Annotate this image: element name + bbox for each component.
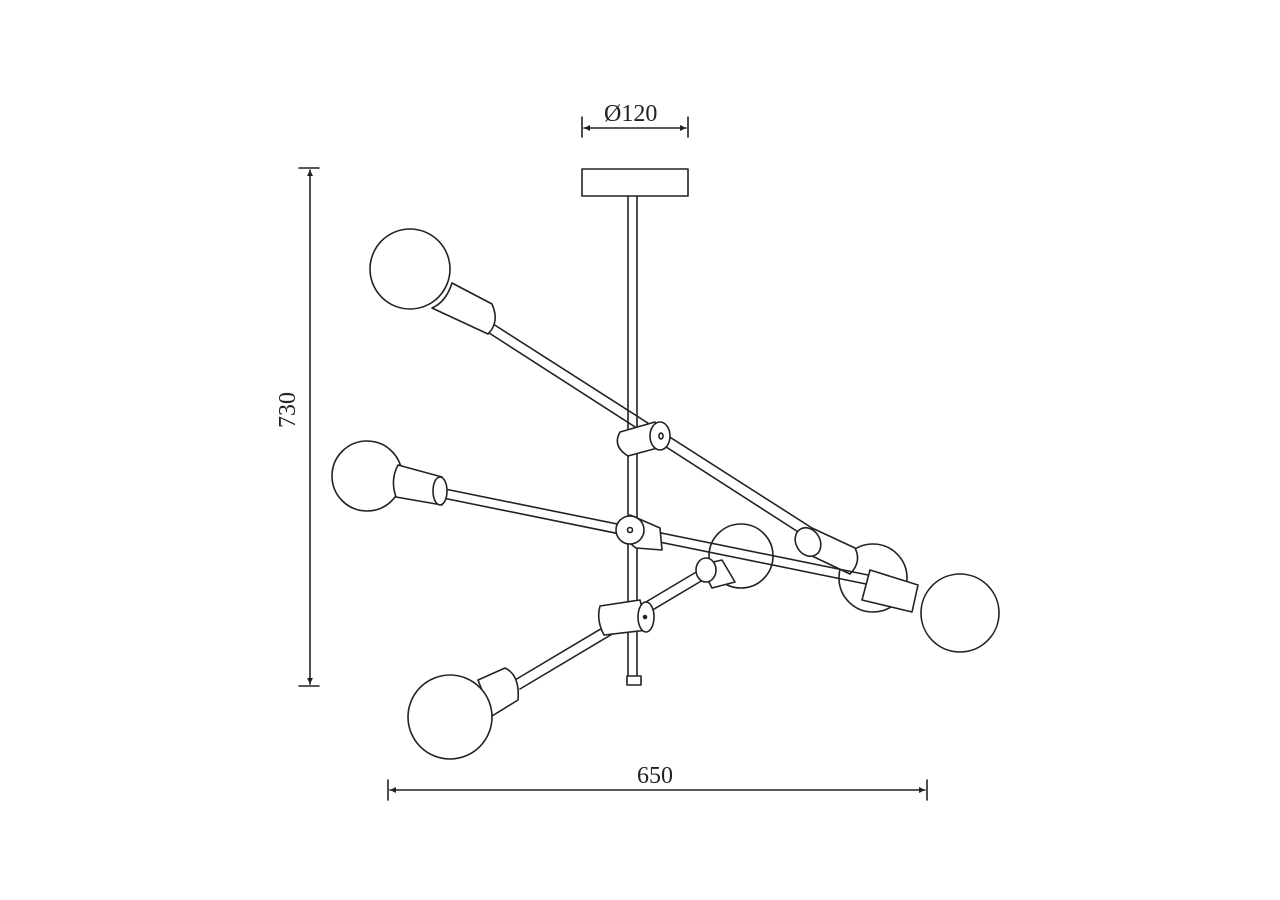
- canopy: [581, 168, 689, 197]
- canopy-diameter-label: Ø120: [604, 101, 658, 127]
- height-label: 730: [275, 392, 301, 428]
- arm-lower: [514, 557, 736, 690]
- width-label: 650: [637, 763, 673, 789]
- arm-middle: [437, 487, 869, 585]
- dimension-canopy-diameter: [581, 116, 689, 138]
- bulb-middle-left: [331, 440, 448, 512]
- arm-upper: [485, 321, 859, 575]
- bulb-top-left: [369, 228, 496, 335]
- dimension-width: [387, 779, 928, 801]
- bulb-front-right: [861, 569, 1000, 653]
- dimension-height: [298, 167, 320, 687]
- bulb-bottom-left: [407, 667, 520, 760]
